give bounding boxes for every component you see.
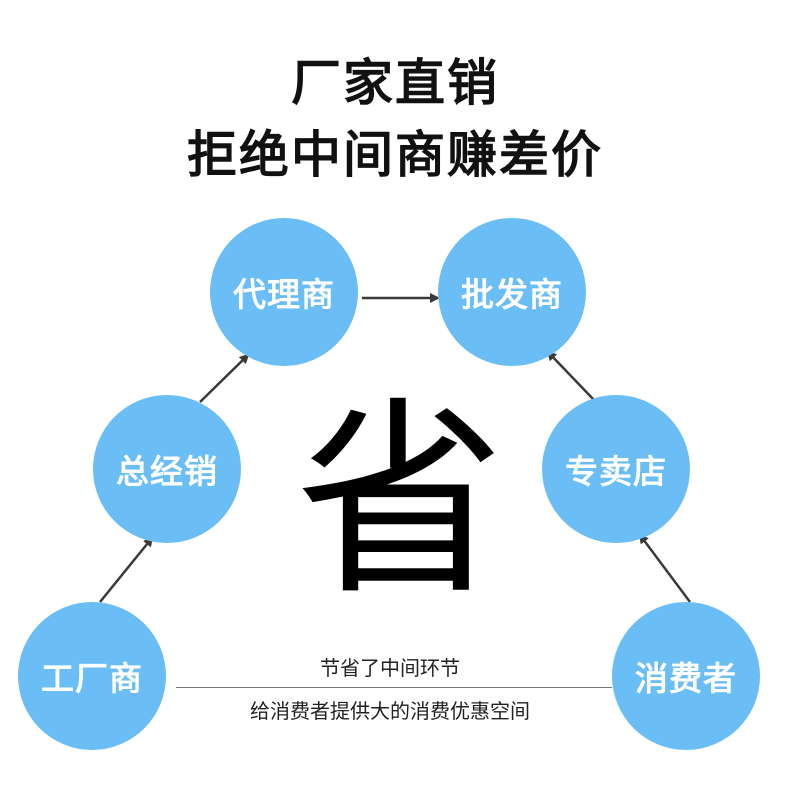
node-zhuanmaidian: 专卖店 xyxy=(542,395,690,543)
node-pifashang: 批发商 xyxy=(438,218,586,366)
title-line-2: 拒绝中间商赚差价 xyxy=(187,126,603,184)
title-line-1: 厂家直销 xyxy=(291,54,499,112)
node-label: 消费者 xyxy=(635,659,737,698)
node-gongchang: 工厂商 xyxy=(18,602,166,750)
node-zongjingxiao: 总经销 xyxy=(93,395,241,543)
caption-bottom: 给消费者提供大的消费优惠空间 xyxy=(250,699,530,723)
arrow-zongjingxiao-to-dailishang xyxy=(199,353,250,403)
center-character: 省 xyxy=(294,379,505,624)
arrow-gongchang-to-zongjingxiao xyxy=(99,536,154,603)
node-label: 专卖店 xyxy=(565,452,667,491)
caption-top: 节省了中间环节 xyxy=(320,656,460,680)
node-label: 代理商 xyxy=(233,275,335,314)
node-dailishang: 代理商 xyxy=(210,218,358,366)
node-label: 工厂商 xyxy=(41,659,143,698)
arrow-xiaofeizhe-to-zhuanmaidian xyxy=(638,533,692,603)
node-xiaofeizhe: 消费者 xyxy=(612,602,760,750)
node-label: 总经销 xyxy=(116,452,218,491)
arrow-zhuanmaidian-to-pifashang xyxy=(546,350,595,401)
caption-divider xyxy=(176,687,612,688)
node-label: 批发商 xyxy=(461,275,563,314)
